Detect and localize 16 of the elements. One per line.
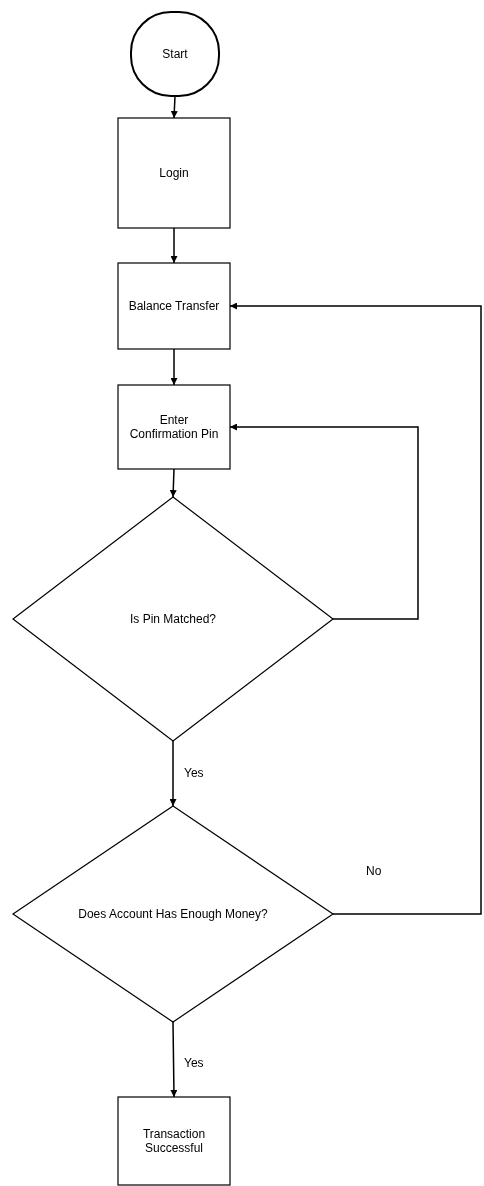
arrow [169, 740, 177, 807]
arrow [170, 95, 178, 119]
arrow [169, 468, 177, 498]
step-label: Transaction Successful [141, 1126, 207, 1156]
edge-label: No [366, 864, 382, 878]
arrow [170, 348, 178, 386]
decision-label: Is Pin Matched? [129, 611, 216, 627]
edge-label: Yes [184, 766, 204, 780]
arrow [170, 227, 178, 264]
edge-label: Yes [184, 1056, 204, 1070]
step-label: Balance Transfer [128, 298, 220, 314]
step-label: Start [162, 46, 188, 62]
arrow [170, 1021, 178, 1098]
step-label: Login [159, 165, 189, 181]
step-label: Enter Confirmation Pin [128, 412, 220, 442]
decision-label: Does Account Has Enough Money? [78, 906, 268, 922]
